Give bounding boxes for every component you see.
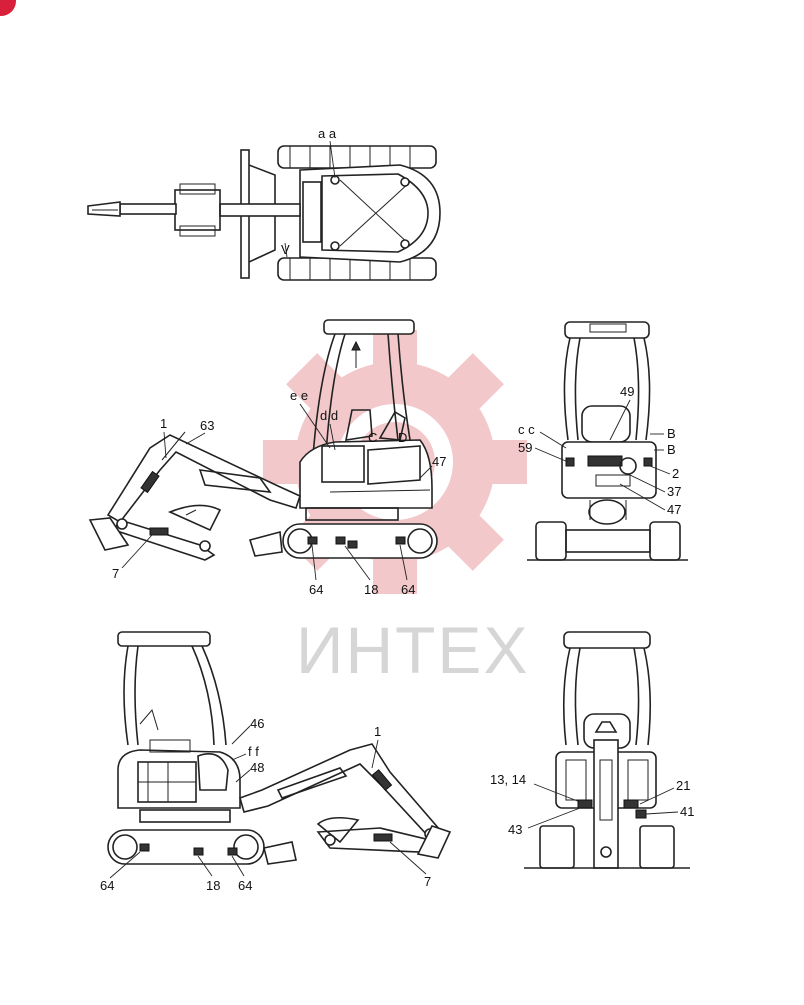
label-47-rear: 47 (667, 502, 681, 517)
label-d: D (398, 430, 407, 445)
label-13-14: 13, 14 (490, 772, 526, 787)
label-2: 2 (672, 466, 679, 481)
label-cc: c c (518, 422, 535, 437)
label-1-right: 1 (374, 724, 381, 739)
rear-view-top-drawing (527, 321, 688, 561)
front-view-bottom-drawing (524, 631, 690, 869)
label-1-left: 1 (160, 416, 167, 431)
label-b-1: B (667, 426, 676, 441)
label-aa: a a (318, 126, 337, 141)
label-dd: d d (320, 408, 338, 423)
left-side-view-drawing (88, 319, 438, 561)
label-43: 43 (508, 822, 522, 837)
right-side-view-drawing (107, 631, 452, 865)
label-41: 41 (680, 804, 694, 819)
label-ff: f f (248, 744, 259, 759)
label-7-left: 7 (112, 566, 119, 581)
label-18-left: 18 (364, 582, 378, 597)
label-7-right: 7 (424, 874, 431, 889)
label-49: 49 (620, 384, 634, 399)
label-c: C (368, 430, 377, 445)
label-21: 21 (676, 778, 690, 793)
label-64-right-b: 64 (238, 878, 252, 893)
label-b-2: B (667, 442, 676, 457)
label-ee: e e (290, 388, 308, 403)
label-48: 48 (250, 760, 264, 775)
label-63: 63 (200, 418, 214, 433)
label-64-left-a: 64 (309, 582, 323, 597)
label-59: 59 (518, 440, 532, 455)
label-64-right-a: 64 (100, 878, 114, 893)
label-46: 46 (250, 716, 264, 731)
label-47-left: 47 (432, 454, 446, 469)
label-v: V (281, 242, 290, 257)
label-64-left-b: 64 (401, 582, 415, 597)
watermark-text: ИНТЕХ (296, 613, 529, 687)
top-view-drawing (87, 145, 441, 281)
label-37: 37 (667, 484, 681, 499)
label-18-right: 18 (206, 878, 220, 893)
